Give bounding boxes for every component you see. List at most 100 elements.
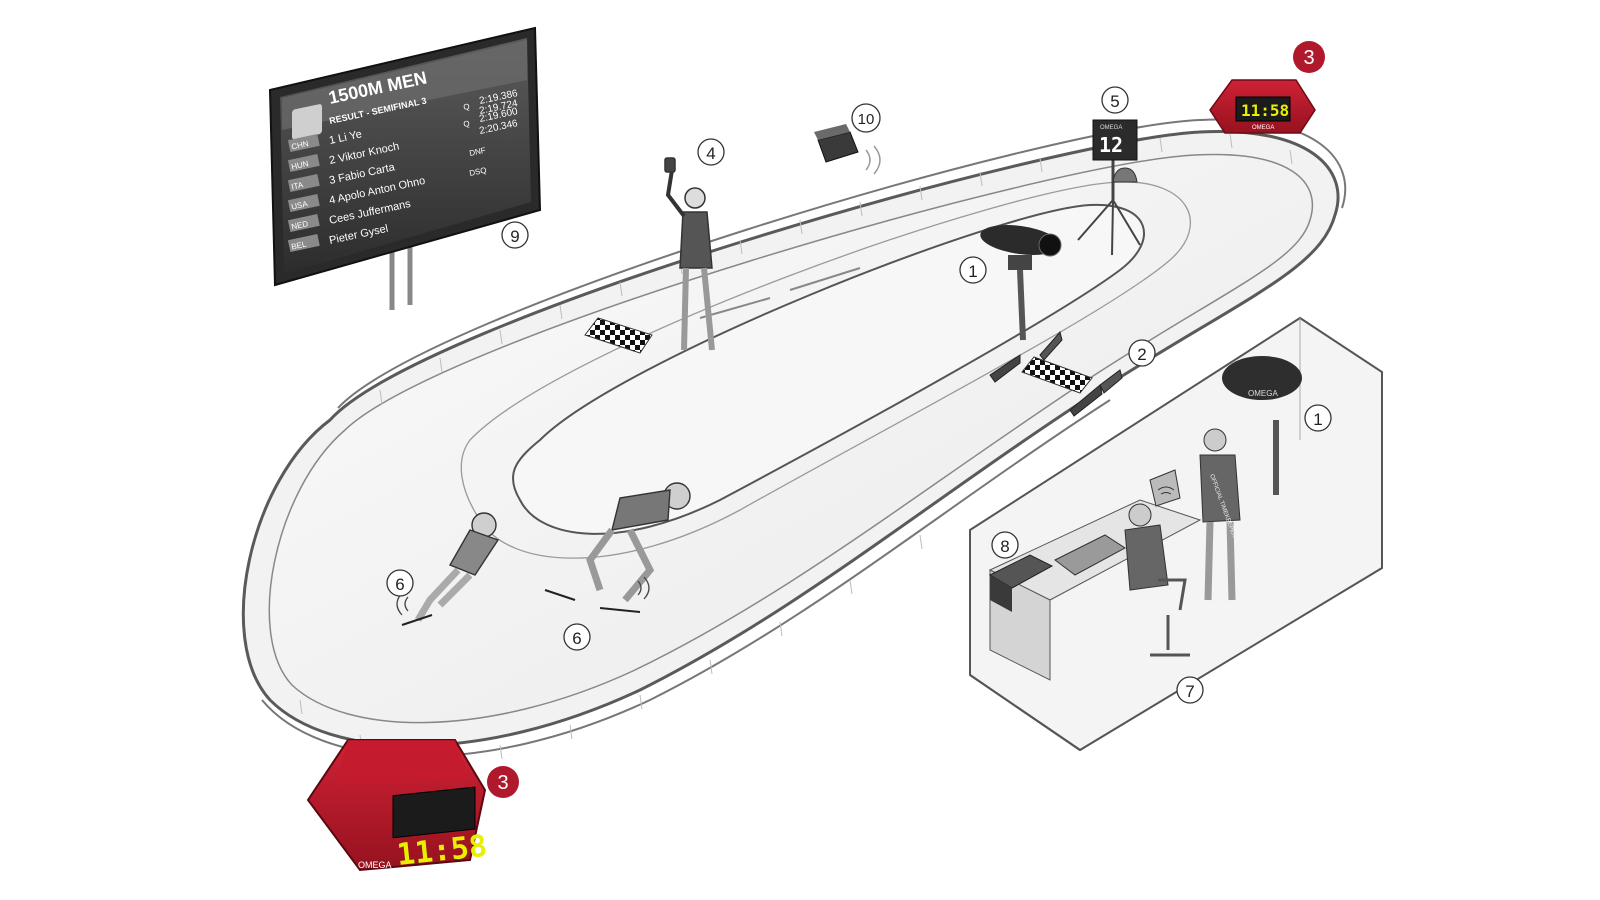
skater-legs xyxy=(586,527,655,603)
timekeeper-standing-body xyxy=(1199,454,1241,523)
lap-counter-panel xyxy=(1092,119,1138,161)
svg-text:6: 6 xyxy=(572,629,581,648)
checkered-line-right xyxy=(1021,356,1093,394)
svg-text:7: 7 xyxy=(1185,682,1194,701)
photocells xyxy=(989,330,1123,417)
starter-head xyxy=(684,187,706,209)
skate-blade xyxy=(544,589,576,601)
callout-10: 10 xyxy=(851,103,881,133)
country-flag xyxy=(287,133,320,152)
header-badge: Q xyxy=(463,102,471,112)
starter-legs xyxy=(681,267,715,351)
display-small: 11:58 OMEGA xyxy=(1209,79,1316,134)
checkered-line-left xyxy=(584,317,653,354)
track-rail-top xyxy=(337,118,1347,409)
display-small-time: 11:58 xyxy=(1241,101,1289,120)
result-badge: DNF xyxy=(469,146,487,158)
timekeeper-standing-head xyxy=(1203,428,1227,452)
callout-6-left: 6 xyxy=(386,569,414,597)
camera-lens xyxy=(1038,233,1062,257)
timing-console xyxy=(1054,534,1126,576)
callout-2: 2 xyxy=(1128,339,1156,367)
display-small-brand: OMEGA xyxy=(1252,125,1274,131)
skater-back xyxy=(401,512,500,626)
svg-text:1: 1 xyxy=(1313,410,1322,429)
callout-4: 4 xyxy=(697,138,725,166)
display-small-screen xyxy=(1235,96,1291,122)
callout-6-right: 6 xyxy=(563,623,591,651)
timing-equipment-box-front xyxy=(990,575,1012,612)
country-code: HUN xyxy=(291,159,310,171)
booth-camera-brand: OMEGA xyxy=(1248,389,1278,398)
booth-camera-housing xyxy=(1222,356,1302,400)
lap-counter-value: 12 xyxy=(1099,133,1123,157)
display-large-screen xyxy=(392,786,476,839)
svg-text:6: 6 xyxy=(395,575,404,594)
photocell-left xyxy=(989,354,1021,383)
camera-pole xyxy=(1017,269,1026,341)
skater-torso xyxy=(611,489,671,531)
starter-official xyxy=(664,157,715,351)
wifi-icon xyxy=(1157,486,1175,495)
scoreboard-header-bg xyxy=(282,40,527,130)
svg-text:1: 1 xyxy=(968,262,977,281)
country-code: ITA xyxy=(291,180,305,191)
country-flag xyxy=(287,233,320,252)
timekeeper-seated-body xyxy=(1124,524,1169,591)
country-code: BEL xyxy=(291,239,308,251)
callout-8: 8 xyxy=(991,531,1019,559)
callout-5: 5 xyxy=(1101,86,1129,114)
svg-text:9: 9 xyxy=(510,227,519,246)
track-lane-line xyxy=(460,181,1192,559)
straight-marker xyxy=(699,297,771,319)
laptop xyxy=(1149,469,1181,507)
fence-posts xyxy=(299,133,1293,765)
skate-blade xyxy=(599,607,641,613)
timing-room: OMEGA OFFICIAL TIMEKEEPER xyxy=(969,316,1383,752)
signal-waves xyxy=(865,145,881,175)
ice-rink-track xyxy=(241,118,1347,765)
country-flag xyxy=(287,173,320,192)
display-large-top xyxy=(335,740,470,785)
lap-counter-brand: OMEGA xyxy=(1100,125,1122,131)
tripod-leg xyxy=(1112,199,1141,246)
timekeeper-standing-legs xyxy=(1204,521,1236,601)
callout-1-booth: 1 xyxy=(1304,404,1332,432)
office-chair xyxy=(1150,578,1190,657)
country-code: USA xyxy=(291,199,310,211)
display-large: 11:58 OMEGA xyxy=(306,739,489,873)
starter-arm xyxy=(665,169,686,218)
straight-marker xyxy=(789,267,861,291)
display-large-brand: OMEGA xyxy=(358,860,392,870)
lap-bell-icon xyxy=(1112,167,1138,183)
callouts: 1 1 2 3 3 4 5 6 xyxy=(386,41,1332,798)
camera-mount xyxy=(1008,255,1032,270)
svg-text:3: 3 xyxy=(1303,47,1314,69)
photocell-left xyxy=(1039,330,1063,361)
svg-text:2: 2 xyxy=(1137,345,1146,364)
timekeeper-seated-head xyxy=(1128,503,1152,527)
tripod-leg xyxy=(1111,199,1114,256)
booth-edge xyxy=(969,674,1081,751)
callout-7: 7 xyxy=(1176,676,1204,704)
antenna-box-top xyxy=(814,124,850,140)
photo-finish-camera-track xyxy=(980,225,1062,341)
header-badge: Q xyxy=(463,119,471,129)
svg-text:5: 5 xyxy=(1110,92,1119,111)
skater-torso xyxy=(448,529,500,576)
transponder-antenna-unit xyxy=(814,124,881,175)
tripod-leg xyxy=(1077,199,1114,241)
photocell-right xyxy=(1099,369,1123,394)
svg-text:4: 4 xyxy=(706,144,715,163)
callout-1-track: 1 xyxy=(959,256,987,284)
starter-body xyxy=(679,211,713,269)
country-code: CHN xyxy=(291,139,310,151)
skater-front xyxy=(544,482,691,613)
country-flag xyxy=(287,153,320,172)
skate-blade xyxy=(401,614,433,626)
country-flag xyxy=(287,213,320,232)
start-gun xyxy=(664,157,676,173)
country-code: NED xyxy=(291,219,310,231)
scoreboard: 1500M MEN RESULT - SEMIFINAL 3 Q Q 2:19.… xyxy=(268,26,542,310)
